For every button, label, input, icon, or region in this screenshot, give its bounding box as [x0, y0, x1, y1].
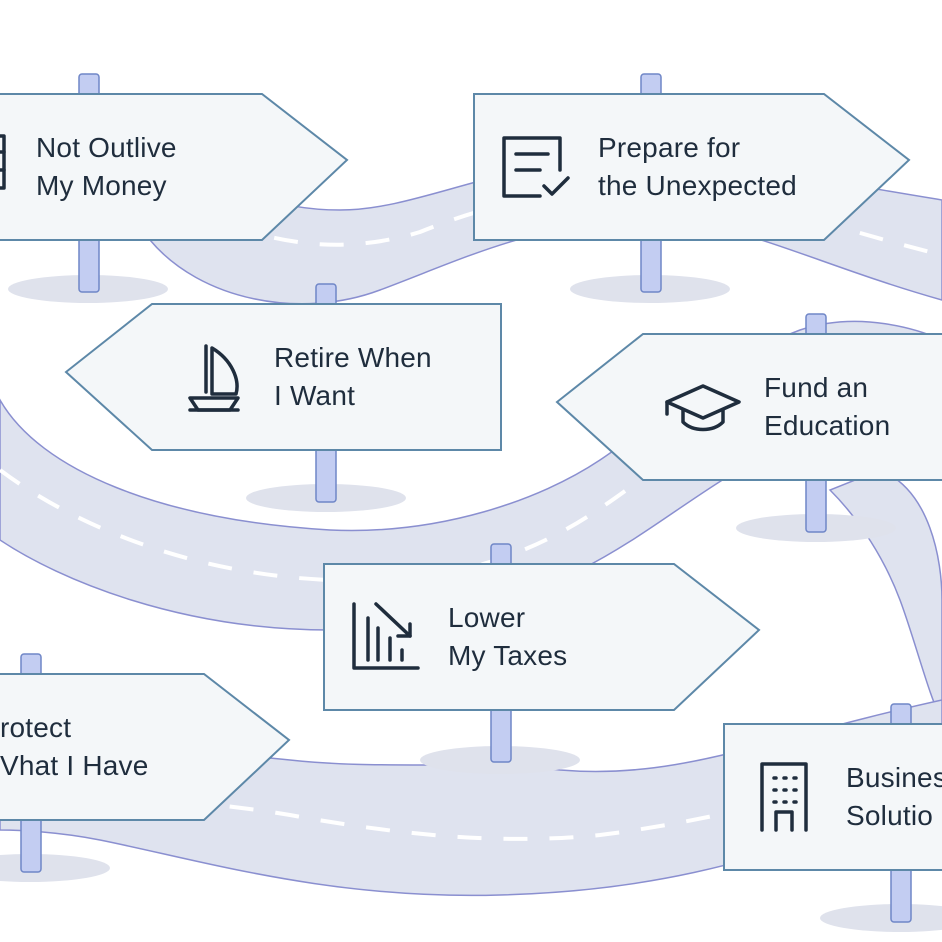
sign-board-protect [0, 673, 291, 821]
shadow-business [820, 904, 942, 932]
sign-label-unexpected-line2: the Unexpected [598, 170, 797, 201]
sign-label-retire-line2: I Want [274, 380, 356, 411]
sign-label-outlive-line2: My Money [36, 170, 167, 201]
sign-label-retire: Retire When I Want [274, 339, 432, 415]
sign-board-taxes [323, 563, 761, 711]
sign-label-protect-line2: Vhat I Have [0, 750, 149, 781]
graduation-cap-icon [665, 384, 741, 432]
office-building-icon [760, 762, 808, 832]
sign-board-education [555, 333, 942, 481]
sign-label-protect-line1: rotect [0, 712, 72, 743]
sign-label-business-line2: Solutio [846, 800, 934, 831]
road-segment-right [828, 469, 942, 722]
sign-label-education: Fund an Education [764, 369, 890, 445]
sign-label-protect: rotect Vhat I Have [0, 709, 149, 785]
sign-label-education-line2: Education [764, 410, 891, 441]
sign-label-taxes: Lower My Taxes [448, 599, 567, 675]
sign-label-retire-line1: Retire When [274, 342, 432, 373]
lane-dash-middle [0, 372, 942, 583]
road-segment-bottom [0, 699, 942, 897]
sign-label-unexpected-line1: Prepare for [598, 132, 741, 163]
sign-label-taxes-line1: Lower [448, 602, 526, 633]
sign-board-outlive [0, 93, 349, 241]
checklist-document-icon [502, 136, 570, 198]
sign-label-education-line1: Fund an [764, 372, 869, 403]
sign-label-business: Busines Solutio [846, 759, 942, 835]
shadow-protect [0, 854, 110, 882]
sign-label-outlive-line1: Not Outlive [36, 132, 177, 163]
sign-board-unexpected [473, 93, 911, 241]
sailboat-icon [188, 344, 240, 412]
ledger-icon [0, 134, 6, 190]
sign-label-taxes-line2: My Taxes [448, 640, 568, 671]
sign-label-outlive: Not Outlive My Money [36, 129, 177, 205]
sign-board-retire [64, 303, 502, 451]
declining-chart-icon [352, 602, 420, 670]
sign-boards [0, 93, 942, 871]
sign-board-business [723, 723, 942, 871]
sign-icons [0, 134, 808, 832]
sign-label-business-line1: Busines [846, 762, 942, 793]
sign-label-unexpected: Prepare for the Unexpected [598, 129, 797, 205]
